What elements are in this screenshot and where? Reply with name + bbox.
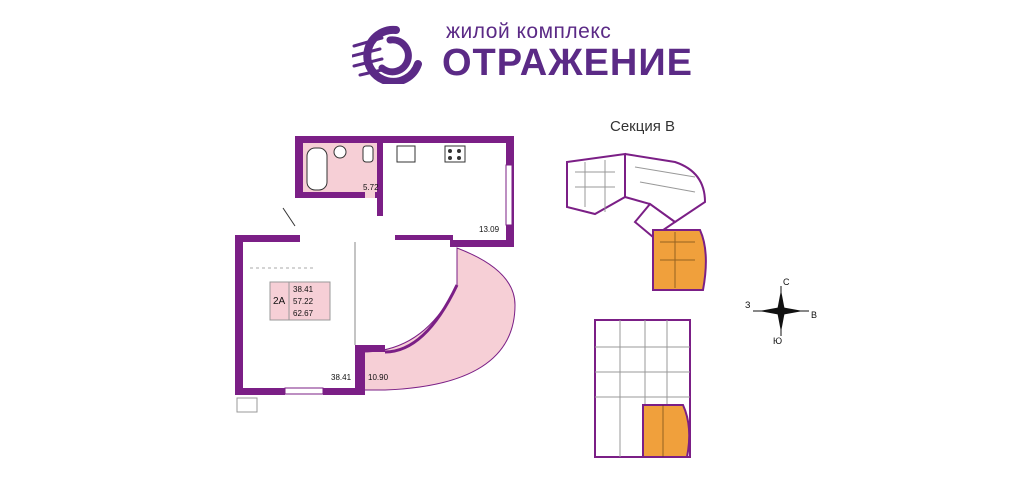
- balcony-area-label: 10.90: [368, 373, 389, 382]
- apartment-type: 2А: [273, 296, 286, 307]
- toilet-icon: [362, 145, 374, 163]
- logo-icon: [352, 25, 422, 84]
- living-area-label: 38.41: [331, 373, 352, 382]
- bathroom-area-label: 5.72: [363, 183, 379, 192]
- compass-west: З: [745, 300, 750, 310]
- highlighted-section-bottom: [642, 404, 691, 458]
- stove-icon: [444, 145, 466, 163]
- compass-south: Ю: [773, 336, 782, 346]
- sink-icon: [333, 145, 347, 159]
- section-minimap-bottom: [594, 319, 691, 458]
- compass-north: С: [783, 277, 790, 287]
- kitchen-sink-icon: [396, 145, 416, 163]
- compass-icon: С Ю З В: [745, 277, 817, 346]
- section-minimap-top: [566, 152, 707, 291]
- apartment-area-living: 38.41: [293, 285, 314, 294]
- bathtub-icon: [306, 147, 328, 191]
- kitchen-area-label: 13.09: [479, 225, 500, 234]
- apartment-area-total: 57.22: [293, 297, 314, 306]
- apartment-area-with-balcony: 62.67: [293, 309, 314, 318]
- compass-east: В: [811, 310, 817, 320]
- brand-name: ОТРАЖЕНИЕ: [442, 42, 694, 84]
- brand-subtitle: жилой комплекс: [446, 20, 612, 43]
- apartment-info-box: [269, 281, 331, 321]
- floor-plan: 2А 38.41 57.22 62.67 5.72 13.09 38.41 10…: [235, 136, 516, 413]
- section-title: Секция В: [610, 118, 676, 135]
